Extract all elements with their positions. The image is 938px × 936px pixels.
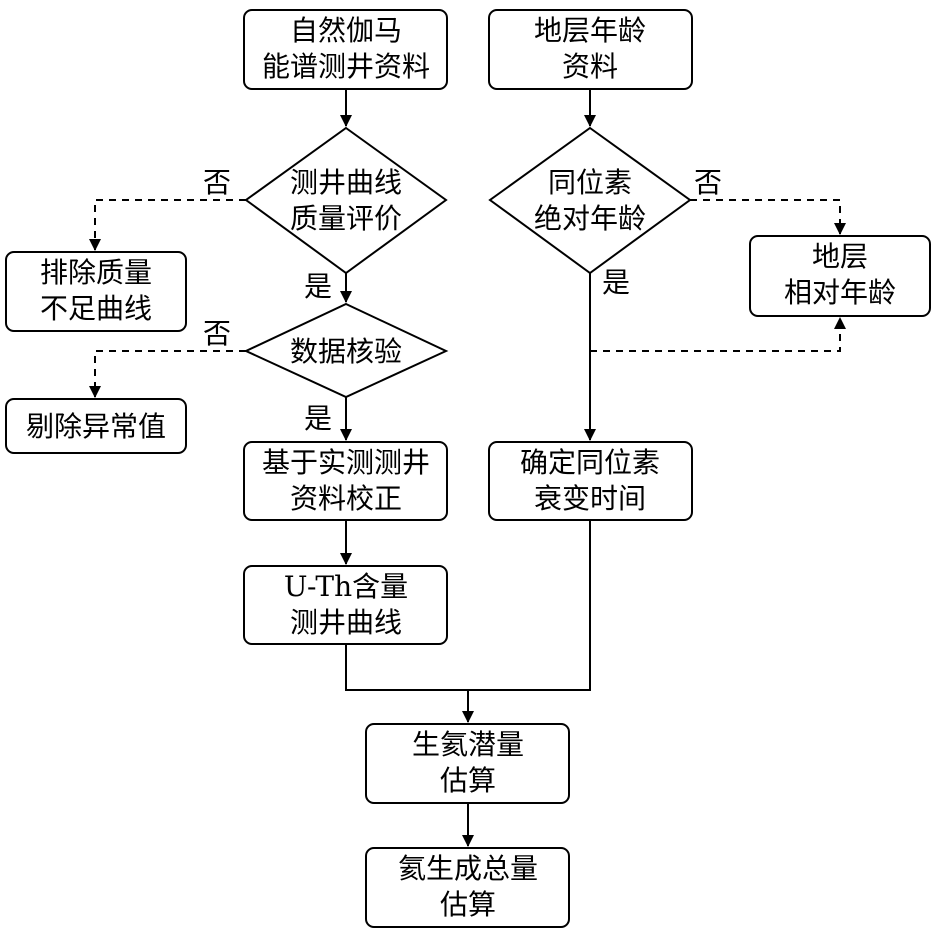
node-he-potential-line2: 估算 (440, 764, 496, 797)
node-decay-time-line1: 确定同位素 (520, 446, 660, 479)
node-relative-age-line2: 相对年龄 (784, 276, 896, 309)
node-calibration: 基于实测测井 资料校正 (243, 441, 448, 521)
node-strata-age-line1: 地层年龄 (534, 14, 646, 47)
node-calibration-line2: 资料校正 (290, 482, 402, 515)
node-he-potential: 生氦潜量 估算 (365, 723, 570, 804)
dashed-arrow-check-to-outliers (89, 350, 246, 398)
label-no-check: 否 (203, 317, 231, 350)
node-isotope-age-line2: 绝对年龄 (534, 202, 646, 235)
node-data-check-line1: 数据核验 (290, 335, 402, 368)
node-he-total-line1: 氦生成总量 (398, 852, 538, 885)
node-decay-time: 确定同位素 衰变时间 (488, 441, 693, 521)
node-decay-time-line2: 衰变时间 (534, 482, 646, 515)
node-he-total-line2: 估算 (440, 888, 496, 921)
dashed-arrow-quality-to-remove-curves (89, 199, 246, 251)
label-yes-check: 是 (304, 402, 332, 435)
label-yes-isotope: 是 (602, 266, 630, 299)
node-calibration-line1: 基于实测测井 (262, 446, 430, 479)
node-uth-curve-line2: 测井曲线 (290, 606, 402, 639)
label-no-quality: 否 (203, 166, 231, 199)
dashed-arrow-to-relative-age (590, 317, 846, 352)
node-relative-age: 地层 相对年龄 (749, 235, 931, 317)
node-remove-bad-curves-line2: 不足曲线 (40, 292, 152, 325)
node-strata-age: 地层年龄 资料 (488, 9, 693, 90)
node-gamma-log-line1: 自然伽马 (290, 14, 402, 47)
node-uth-curve-line1: U-Th含量 (284, 570, 408, 603)
node-strata-age-line2: 资料 (562, 50, 618, 83)
node-log-quality: 测井曲线 质量评价 (244, 126, 448, 275)
node-he-potential-line1: 生氦潜量 (412, 728, 524, 761)
node-remove-outliers: 剔除异常值 (5, 398, 187, 454)
dashed-arrow-isotope-to-relative (690, 199, 846, 235)
node-log-quality-line2: 质量评价 (290, 202, 402, 235)
label-yes-quality: 是 (304, 270, 332, 303)
node-remove-bad-curves: 排除质量 不足曲线 (5, 251, 187, 332)
node-isotope-age-line1: 同位素 (548, 166, 632, 199)
node-he-total: 氦生成总量 估算 (365, 847, 570, 928)
node-isotope-age: 同位素 绝对年龄 (488, 126, 692, 275)
node-remove-outliers-line1: 剔除异常值 (26, 410, 166, 443)
node-remove-bad-curves-line1: 排除质量 (40, 256, 152, 289)
label-no-isotope: 否 (694, 166, 722, 199)
node-gamma-log: 自然伽马 能谱测井资料 (243, 9, 448, 90)
node-uth-curve: U-Th含量 测井曲线 (243, 565, 448, 645)
node-log-quality-line1: 测井曲线 (290, 166, 402, 199)
node-relative-age-line1: 地层 (812, 240, 868, 273)
node-gamma-log-line2: 能谱测井资料 (262, 50, 430, 83)
node-data-check: 数据核验 (243, 302, 449, 399)
